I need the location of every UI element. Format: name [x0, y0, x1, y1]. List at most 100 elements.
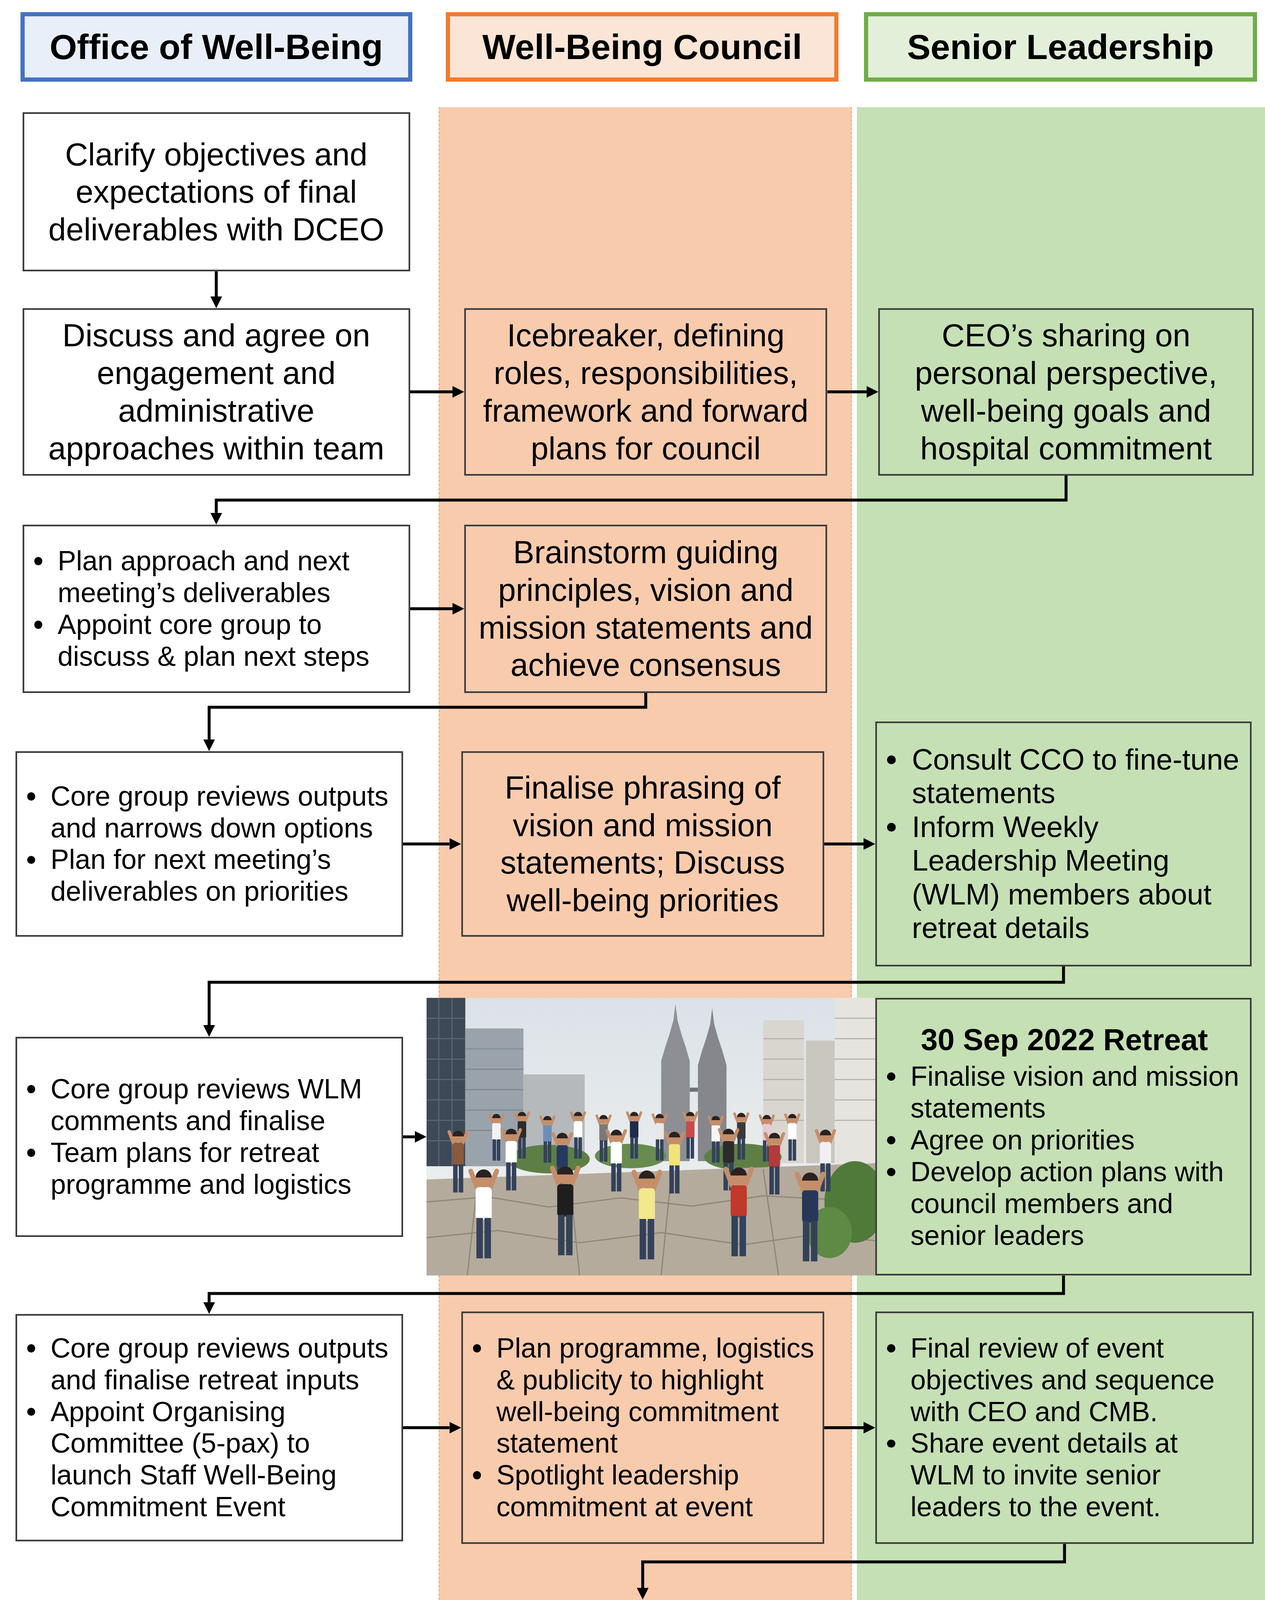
bullet-text: Appoint Organising Committee (5-pax) to …: [50, 1395, 394, 1523]
person-figure: [627, 1111, 641, 1159]
photo-sky: [426, 997, 876, 1276]
bullet-dot: [34, 556, 43, 566]
process-box: Core group reviews outputs and narrows d…: [15, 750, 404, 937]
bullet-item: Develop action plans with council member…: [887, 1155, 1242, 1252]
flow-arrow: [216, 475, 1067, 513]
person-figure: [725, 1167, 752, 1256]
text-line: CEO’s sharing on personal perspective, w…: [889, 316, 1243, 467]
text-group: Core group reviews WLM comments and fina…: [27, 1072, 394, 1201]
bullet-text: Plan approach and next meeting’s deliver…: [57, 545, 401, 609]
box-heading: 30 Sep 2022 Retreat: [887, 1021, 1242, 1057]
bullet-text: Appoint core group to discuss & plan nex…: [57, 608, 401, 673]
bullet-item: Plan for next meeting’s deliverables on …: [27, 843, 394, 908]
photo-paving: [426, 1169, 876, 1276]
process-box: Discuss and agree on engagement and admi…: [22, 308, 411, 476]
person-figure: [785, 1113, 799, 1161]
bullet-text: Agree on priorities: [910, 1123, 1135, 1156]
flow-arrow: [209, 1275, 1064, 1302]
lane-header: Well-Being Council: [445, 12, 839, 82]
bullet-item: Consult CCO to fine-tune statements: [887, 742, 1242, 810]
text-line: Well-Being Council: [454, 26, 831, 68]
bullet-dot: [27, 855, 36, 864]
bullet-text: Core group reviews WLM comments and fina…: [50, 1072, 394, 1137]
lane-header: Senior Leadership: [863, 12, 1257, 82]
box-text: Finalise phrasing of vision and mission …: [472, 768, 814, 919]
person-figure: [797, 1172, 823, 1262]
bullet-item: Plan approach and next meeting’s deliver…: [34, 545, 401, 609]
text-line: Clarify objectives and expectations of f…: [33, 135, 400, 249]
text-group: Plan approach and next meeting’s deliver…: [34, 545, 401, 673]
bullet-text: Plan for next meeting’s deliverables on …: [50, 843, 394, 908]
person-figure: [570, 1111, 585, 1159]
text-line: Brainstorm guiding principles, vision an…: [475, 533, 817, 684]
bullet-item: Appoint core group to discuss & plan nex…: [34, 608, 401, 673]
bullet-text: Finalise vision and mission statements: [910, 1060, 1242, 1124]
box-text: Brainstorm guiding principles, vision an…: [475, 533, 817, 684]
box-text: Icebreaker, defining roles, responsibili…: [475, 316, 817, 467]
bullet-dot: [887, 1167, 896, 1176]
process-box: Consult CCO to fine-tune statementsInfor…: [875, 721, 1252, 967]
bullet-text: Inform Weekly Leadership Meeting (WLM) m…: [912, 809, 1242, 945]
person-figure: [540, 1115, 554, 1163]
bullet-dot: [887, 1439, 896, 1448]
person-figure: [596, 1114, 610, 1162]
text-group: Office of Well-Being: [28, 26, 404, 68]
photo-building-grid: [763, 1018, 876, 1121]
team-photo: [426, 997, 876, 1276]
bullet-item: Core group reviews outputs and narrows d…: [27, 780, 394, 844]
flow-arrow: [824, 1425, 864, 1429]
lane-header: Office of Well-Being: [20, 12, 413, 82]
bullet-dot: [887, 822, 896, 832]
box-text: Clarify objectives and expectations of f…: [33, 135, 400, 249]
bullet-text: Final review of event objectives and seq…: [910, 1331, 1244, 1428]
retreat-box: 30 Sep 2022 RetreatFinalise vision and m…: [875, 997, 1252, 1276]
text-line: Senior Leadership: [872, 26, 1249, 68]
text-line: Office of Well-Being: [28, 26, 404, 68]
person-figure: [449, 1130, 468, 1193]
lane-title: Well-Being Council: [454, 26, 831, 68]
bullet-item: Spotlight leadership commitment at event: [473, 1458, 815, 1523]
flow-arrow: [403, 1425, 450, 1429]
box-text: Discuss and agree on engagement and admi…: [33, 316, 400, 467]
bullet-item: Plan programme, logistics & publicity to…: [473, 1331, 815, 1460]
person-figure: [765, 1132, 784, 1195]
bullet-dot: [887, 755, 896, 764]
person-figure: [552, 1166, 579, 1255]
bullet-text: Consult CCO to fine-tune statements: [912, 742, 1242, 810]
retreat-title: 30 Sep 2022 Retreat: [887, 1021, 1242, 1057]
bullet-item: Final review of event objectives and seq…: [887, 1331, 1244, 1428]
flow-arrow: [827, 390, 867, 394]
bullet-item: Agree on priorities: [887, 1123, 1242, 1156]
bullet-text: Core group reviews outputs and narrows d…: [50, 780, 394, 844]
text-group: Plan programme, logistics & publicity to…: [473, 1331, 815, 1523]
process-box: Core group reviews outputs and finalise …: [15, 1313, 404, 1541]
leadership-lane-band: [856, 107, 1265, 1600]
bullet-dot: [27, 1084, 36, 1093]
person-figure: [502, 1128, 521, 1191]
bullet-dot: [27, 1407, 36, 1416]
text-group: Discuss and agree on engagement and admi…: [33, 316, 400, 467]
text-group: Consult CCO to fine-tune statementsInfor…: [887, 742, 1242, 945]
bullet-item: Inform Weekly Leadership Meeting (WLM) m…: [887, 809, 1242, 945]
flow-arrow: [410, 606, 453, 610]
lane-title: Office of Well-Being: [28, 26, 404, 68]
text-group: 30 Sep 2022 RetreatFinalise vision and m…: [887, 1021, 1242, 1252]
lane-divider: [438, 107, 440, 1600]
person-figure: [665, 1131, 684, 1194]
photo-crowd: [449, 1111, 835, 1262]
bullet-item: Core group reviews WLM comments and fina…: [27, 1072, 394, 1137]
person-figure: [652, 1113, 666, 1161]
photo-skybridge: [689, 1087, 698, 1092]
lane-divider: [851, 107, 852, 1600]
lane-title: Senior Leadership: [872, 26, 1249, 68]
flow-arrow: [214, 271, 218, 297]
person-figure: [708, 1115, 723, 1163]
bullet-text: Core group reviews outputs and finalise …: [50, 1331, 394, 1396]
text-group: Core group reviews outputs and narrows d…: [27, 780, 394, 908]
flow-arrow: [403, 842, 450, 846]
process-box: Icebreaker, defining roles, responsibili…: [464, 308, 828, 476]
process-box: Final review of event objectives and seq…: [875, 1311, 1254, 1544]
bullet-text: Plan programme, logistics & publicity to…: [496, 1331, 815, 1460]
council-lane-band: [438, 107, 852, 1600]
